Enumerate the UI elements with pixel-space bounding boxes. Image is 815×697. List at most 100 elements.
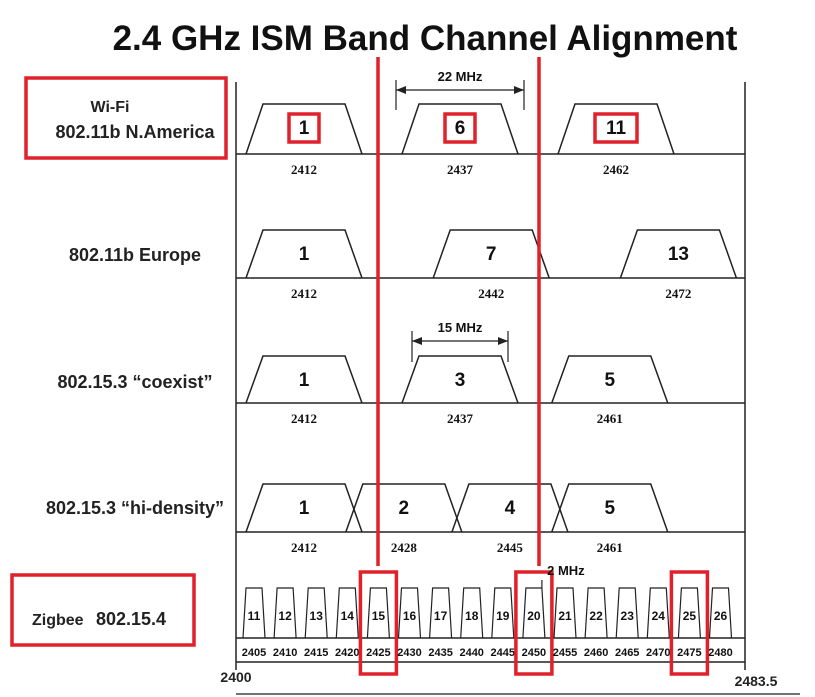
channel-number: 4 xyxy=(505,498,516,519)
zigbee-channel-frequency: 2410 xyxy=(273,647,297,659)
bandwidth-label: 22 MHz xyxy=(438,69,483,84)
zigbee-highlight-box xyxy=(669,570,710,676)
channel-mask xyxy=(245,355,363,404)
channel-frequency: 2412 xyxy=(291,411,317,426)
zigbee-channel-frequency: 2420 xyxy=(335,647,359,659)
zigbee-channel-number: 23 xyxy=(621,609,635,623)
zigbee-channel-frequency: 2415 xyxy=(304,647,328,659)
channel-highlight-box xyxy=(593,112,639,144)
bandwidth-dimension: 15 MHz xyxy=(411,320,509,362)
row-label: 802.15.3 “coexist” xyxy=(57,372,212,392)
channel-number: 5 xyxy=(604,498,615,519)
channel-mask xyxy=(245,483,363,533)
channel-frequency: 2412 xyxy=(291,162,317,177)
channel-frequency: 2461 xyxy=(597,411,623,426)
channel-number: 2 xyxy=(399,498,410,519)
zigbee-channel-mask xyxy=(273,587,297,639)
zigbee-channel-frequency: 2465 xyxy=(615,647,639,659)
channel-frequency: 2437 xyxy=(447,162,474,177)
channel-mask xyxy=(401,103,519,155)
channel-frequency: 2428 xyxy=(391,540,418,555)
zigbee-channel-number: 21 xyxy=(558,609,572,623)
zigbee-channel-frequency: 2470 xyxy=(646,647,670,659)
zigbee-channel-frequency: 2445 xyxy=(491,647,515,659)
row-label: 802.15.3 “hi-density” xyxy=(46,498,224,518)
zigbee-channel-mask xyxy=(304,587,328,639)
axis-start-label: 2400 xyxy=(220,669,251,685)
channel-mask xyxy=(557,103,675,155)
channel-row: 802.15.3 “hi-density”1241222428424455246… xyxy=(46,483,745,555)
channel-number: 7 xyxy=(486,244,497,265)
channel-mask xyxy=(451,483,569,533)
zigbee-channel-frequency: 2430 xyxy=(397,647,421,659)
row-label: 802.11b Europe xyxy=(69,245,201,265)
zigbee-highlight-box xyxy=(514,570,554,676)
zigbee-channel-number: 13 xyxy=(310,609,324,623)
zigbee-bandwidth-label: 2 MHz xyxy=(547,563,585,578)
channel-mask xyxy=(245,229,363,279)
zigbee-channel-mask xyxy=(553,587,577,639)
zigbee-highlight-box xyxy=(358,570,399,676)
channel-mask xyxy=(245,103,363,155)
zigbee-channel-frequency: 2435 xyxy=(428,647,452,659)
zigbee-channel-number: 18 xyxy=(465,609,479,623)
channel-mask xyxy=(401,355,519,404)
bandwidth-label: 15 MHz xyxy=(438,320,483,335)
channel-frequency: 2437 xyxy=(447,411,474,426)
channel-number: 13 xyxy=(668,244,689,265)
zigbee-channel-mask xyxy=(646,587,670,639)
zigbee-channel-number: 24 xyxy=(652,609,666,623)
zigbee-channel-mask xyxy=(584,587,608,639)
channel-number: 1 xyxy=(299,370,310,391)
highlight-overlays xyxy=(376,57,541,566)
channel-row: Wi-Fi 802.11b N.America 1 2412 6 2437 11 2462 22… xyxy=(24,69,745,177)
channel-number: 5 xyxy=(604,370,615,391)
channel-number: 3 xyxy=(455,370,466,391)
axis-end-label: 2483.5 xyxy=(735,673,778,689)
zigbee-channel-number: 12 xyxy=(278,609,292,623)
zigbee-channel-number: 15 xyxy=(372,609,386,623)
zigbee-channel-mask xyxy=(460,587,484,639)
channel-frequency: 2462 xyxy=(603,162,629,177)
channel-frequency: 2412 xyxy=(291,540,317,555)
zigbee-channel-mask xyxy=(522,587,546,639)
channel-frequency: 2412 xyxy=(291,286,317,301)
channel-row: 802.11b Europe 1 2412 7 2442 13 2472 xyxy=(69,229,745,301)
zigbee-channel-number: 14 xyxy=(341,609,355,623)
channel-frequency: 2472 xyxy=(665,286,691,301)
wifi-highlight-box xyxy=(24,76,228,160)
channel-number: 1 xyxy=(299,244,310,265)
zigbee-channel-number: 16 xyxy=(403,609,417,623)
channel-highlight-box xyxy=(287,112,321,144)
zigbee-channel-frequency: 2450 xyxy=(522,647,546,659)
zigbee-channel-number: 25 xyxy=(683,609,697,623)
zigbee-channel-frequency: 2405 xyxy=(242,647,266,659)
zigbee-label-box xyxy=(10,573,196,647)
bandwidth-dimension: 22 MHz xyxy=(395,69,525,110)
channel-number: 1 xyxy=(299,498,310,519)
zigbee-standard-label: 802.15.4 xyxy=(96,609,166,629)
zigbee-channel-number: 22 xyxy=(589,609,603,623)
zigbee-channel-frequency: 2460 xyxy=(584,647,608,659)
channel-number: 11 xyxy=(606,118,627,139)
zigbee-channel-mask xyxy=(615,587,639,639)
channel-highlight-box xyxy=(443,112,477,144)
zigbee-channel-number: 17 xyxy=(434,609,448,623)
row-label: Wi-Fi xyxy=(91,99,130,116)
row-label: 802.11b N.America xyxy=(55,122,215,142)
zigbee-channel-mask xyxy=(708,587,733,639)
channel-mask xyxy=(551,483,669,533)
zigbee-channel-frequency: 2475 xyxy=(677,647,701,659)
zigbee-channel-mask xyxy=(242,587,266,639)
channel-number: 6 xyxy=(455,118,466,139)
zigbee-channel-mask xyxy=(366,587,390,639)
zigbee-channel-frequency: 2425 xyxy=(366,647,390,659)
channel-number: 1 xyxy=(299,118,310,139)
zigbee-channel-number: 11 xyxy=(248,609,261,623)
zigbee-channel-mask xyxy=(677,587,701,639)
page-title: 2.4 GHz ISM Band Channel Alignment xyxy=(113,19,738,58)
zigbee-channel-frequency: 2455 xyxy=(553,647,577,659)
channel-frequency: 2442 xyxy=(478,286,504,301)
zigbee-channel-mask xyxy=(491,587,515,639)
